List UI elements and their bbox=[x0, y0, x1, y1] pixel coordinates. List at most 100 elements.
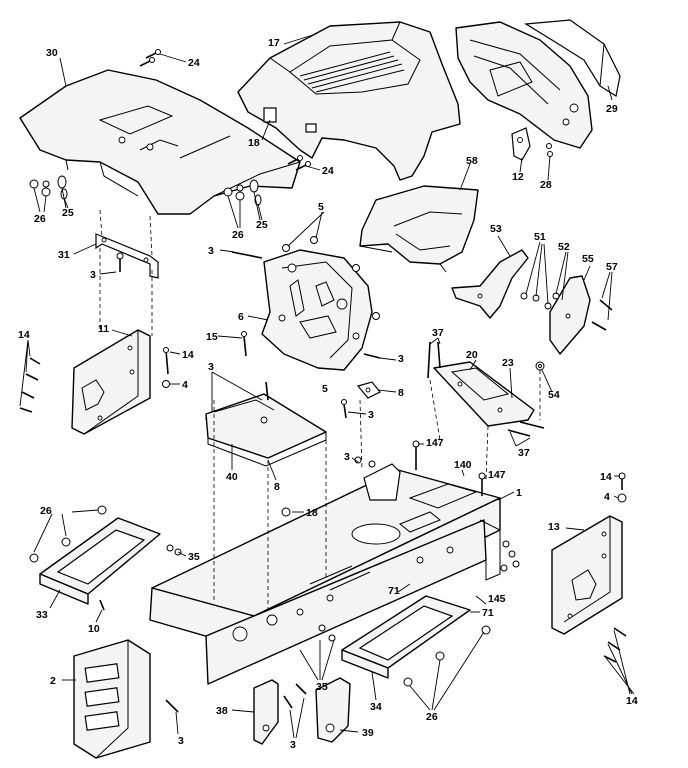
part-bolts-14-right bbox=[603, 627, 627, 663]
part-nuts-145 bbox=[500, 540, 520, 572]
callout-39: 39 bbox=[362, 727, 374, 739]
part-bolt-14-c bbox=[618, 472, 626, 490]
callout-4: 4 bbox=[182, 379, 188, 391]
callout-5: 5 bbox=[322, 383, 328, 395]
callout-20: 20 bbox=[466, 349, 478, 361]
callout-10: 10 bbox=[88, 623, 100, 635]
part-dash-tower-6 bbox=[261, 249, 373, 371]
part-clamp-8 bbox=[356, 381, 381, 399]
part-bracket-12 bbox=[511, 127, 531, 161]
part-bracket-140 bbox=[354, 456, 401, 501]
callout-18: 18 bbox=[248, 137, 260, 149]
part-bracket-55 bbox=[549, 275, 591, 355]
callout-40: 40 bbox=[226, 471, 238, 483]
leader-lines bbox=[19, 33, 635, 739]
callout-4: 4 bbox=[604, 491, 610, 503]
part-washer-54 bbox=[535, 361, 545, 371]
callout-35: 35 bbox=[188, 551, 200, 563]
callout-6: 6 bbox=[238, 311, 244, 323]
callout-3: 3 bbox=[368, 409, 374, 421]
callout-3: 3 bbox=[208, 361, 214, 373]
alignment-lines bbox=[99, 209, 541, 610]
callout-11: 11 bbox=[98, 323, 109, 335]
callout-147: 147 bbox=[426, 437, 444, 449]
callout-38: 38 bbox=[216, 705, 228, 717]
callout-14: 14 bbox=[182, 349, 194, 361]
part-bolt-15 bbox=[241, 331, 247, 357]
part-fender-30 bbox=[19, 69, 301, 215]
callout-3: 3 bbox=[208, 245, 214, 257]
part-main-frame-1 bbox=[149, 469, 501, 685]
part-footrest-34 bbox=[341, 595, 491, 687]
part-grille-29 bbox=[455, 19, 621, 149]
part-bolts-14-left bbox=[19, 357, 41, 413]
part-side-panel-13 bbox=[551, 515, 623, 635]
part-screws-24-top bbox=[139, 49, 161, 67]
part-fasteners-51-52-57 bbox=[520, 292, 613, 331]
part-fasteners-28 bbox=[546, 143, 553, 157]
part-connectors-35 bbox=[166, 544, 182, 556]
callout-55: 55 bbox=[582, 253, 594, 265]
callout-26: 26 bbox=[232, 229, 244, 241]
callout-71: 71 bbox=[388, 585, 400, 597]
part-bolt-8-b bbox=[265, 381, 269, 401]
callout-14: 14 bbox=[600, 471, 612, 483]
part-bolts-37-a bbox=[427, 341, 441, 379]
callout-17: 17 bbox=[268, 37, 280, 49]
part-bolts-37-b bbox=[507, 421, 545, 437]
part-side-panel-11 bbox=[71, 329, 151, 435]
callout-147: 147 bbox=[488, 469, 506, 481]
part-bolt-3-b bbox=[231, 251, 263, 259]
part-footrest-33 bbox=[29, 505, 161, 605]
part-bolt-3-d bbox=[341, 399, 347, 419]
part-shroud-58 bbox=[359, 185, 479, 273]
callout-37: 37 bbox=[432, 327, 444, 339]
part-plate-2 bbox=[73, 639, 151, 759]
callout-35: 35 bbox=[316, 681, 328, 693]
callout-29: 29 bbox=[606, 103, 618, 115]
callout-14: 14 bbox=[18, 329, 30, 341]
part-nut-18 bbox=[281, 507, 291, 517]
part-bolt-147-b bbox=[478, 472, 486, 496]
part-screws-24-mid bbox=[287, 155, 311, 171]
part-bolt-3-e bbox=[165, 699, 179, 713]
callout-12: 12 bbox=[512, 171, 524, 183]
part-washer-4-a bbox=[162, 380, 170, 388]
part-bolt-3-a bbox=[116, 252, 124, 272]
part-bolt-147-a bbox=[412, 440, 420, 470]
callout-18: 18 bbox=[306, 507, 318, 519]
part-hood-17 bbox=[237, 21, 461, 181]
part-bolt-14-b bbox=[163, 347, 169, 375]
part-plate-40 bbox=[205, 393, 327, 467]
callout-25: 25 bbox=[256, 219, 268, 231]
part-nuts-5-a bbox=[282, 236, 318, 252]
callout-54: 54 bbox=[548, 389, 560, 401]
callout-8: 8 bbox=[398, 387, 404, 399]
callout-33: 33 bbox=[36, 609, 48, 621]
callout-13: 13 bbox=[548, 521, 560, 533]
part-bracket-53 bbox=[451, 249, 529, 319]
callout-71: 71 bbox=[482, 607, 494, 619]
callout-52: 52 bbox=[558, 241, 570, 253]
callout-15: 15 bbox=[206, 331, 218, 343]
part-washer-4-b bbox=[617, 493, 627, 503]
callout-1: 1 bbox=[516, 487, 522, 499]
callout-24: 24 bbox=[322, 165, 334, 177]
part-bracket-39 bbox=[315, 677, 351, 743]
callout-53: 53 bbox=[490, 223, 502, 235]
callout-26: 26 bbox=[40, 505, 52, 517]
callout-2: 2 bbox=[50, 675, 56, 687]
callout-58: 58 bbox=[466, 155, 478, 167]
callout-3: 3 bbox=[344, 451, 350, 463]
callout-30: 30 bbox=[46, 47, 58, 59]
callout-31: 31 bbox=[58, 249, 70, 261]
part-bolts-3-35 bbox=[283, 624, 336, 709]
callout-3: 3 bbox=[290, 739, 296, 751]
callout-3: 3 bbox=[90, 269, 96, 281]
callout-labels: 30 24 17 18 29 12 28 24 26 25 26 25 5 58… bbox=[18, 37, 638, 751]
callout-25: 25 bbox=[62, 207, 74, 219]
part-plate-20 bbox=[433, 361, 535, 427]
callout-34: 34 bbox=[370, 701, 382, 713]
callout-14: 14 bbox=[626, 695, 638, 707]
